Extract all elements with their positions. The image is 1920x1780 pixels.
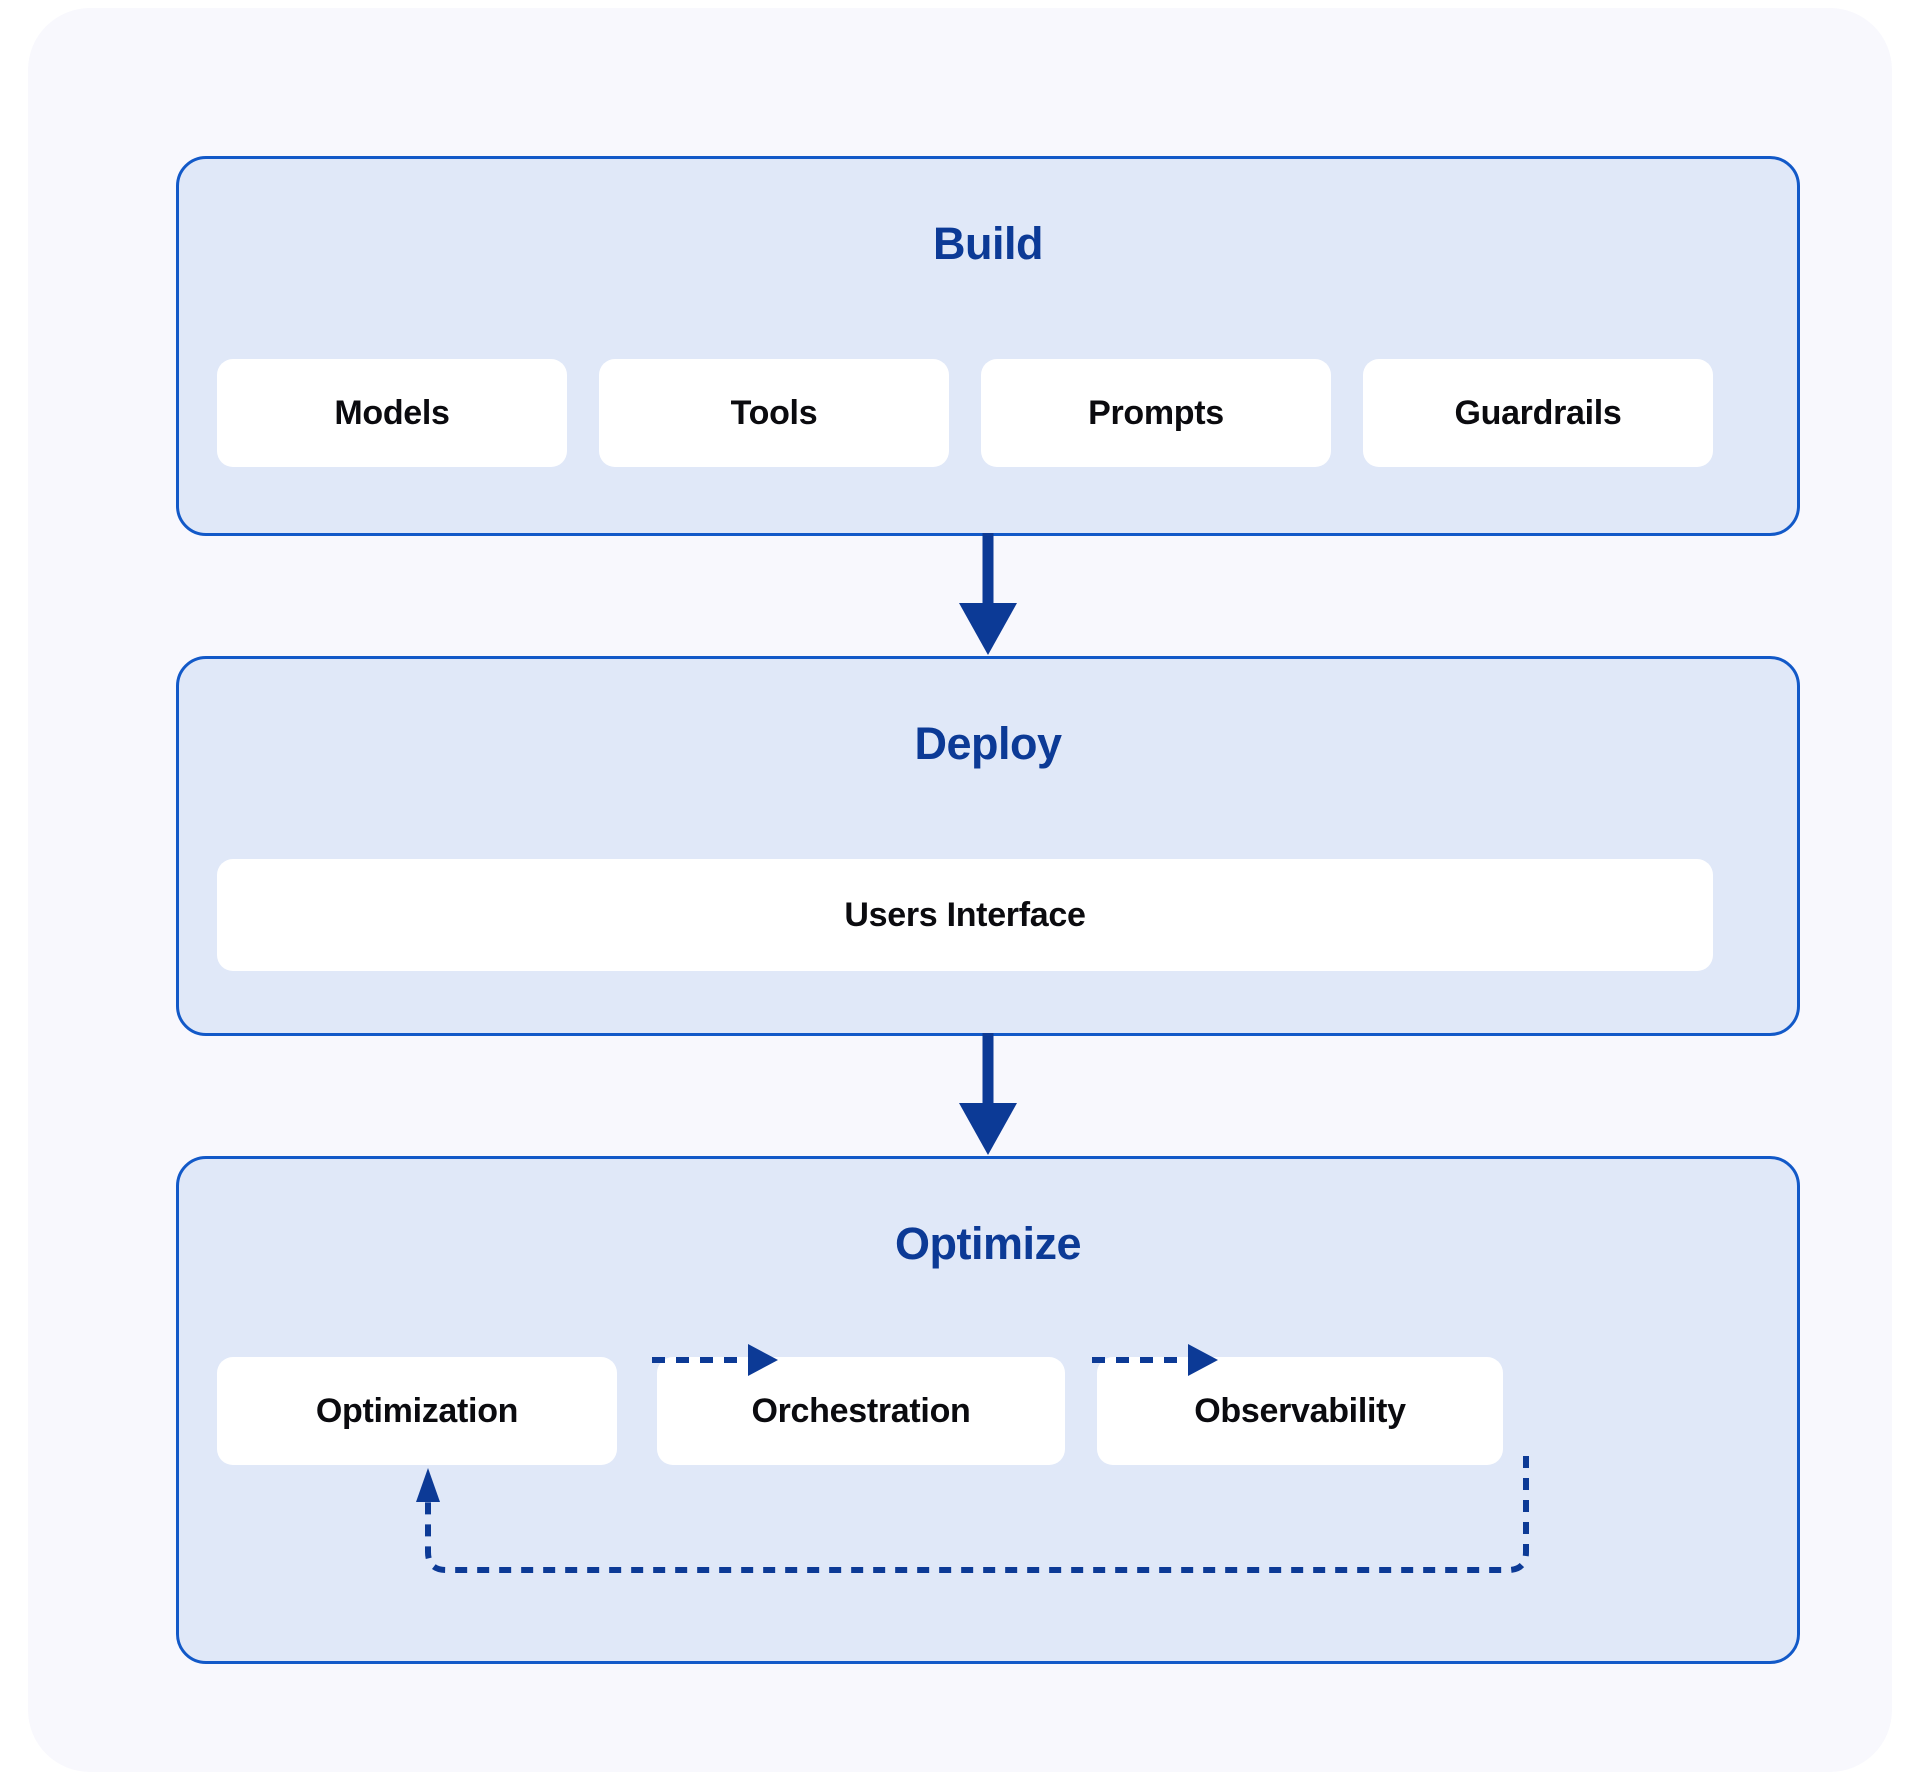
optimize-item-observability[interactable]: Observability — [1097, 1357, 1503, 1465]
arrow-optimization-to-orchestration-icon — [652, 1338, 780, 1382]
build-item-tools[interactable]: Tools — [599, 359, 949, 467]
arrow-observability-to-optimization-feedback-icon — [408, 1456, 1568, 1626]
stage-title-optimize: Optimize — [894, 1218, 1082, 1269]
diagram-outer-card: Build Models Tools Prompts Guardrails De… — [28, 8, 1892, 1772]
build-item-guardrails[interactable]: Guardrails — [1363, 359, 1713, 467]
build-item-models[interactable]: Models — [217, 359, 567, 467]
optimize-item-optimization[interactable]: Optimization — [217, 1357, 617, 1465]
stage-title-build: Build — [933, 218, 1043, 269]
deploy-item-users-interface[interactable]: Users Interface — [217, 859, 1713, 971]
build-item-prompts[interactable]: Prompts — [981, 359, 1331, 467]
arrow-build-to-deploy-icon — [939, 533, 1037, 657]
stage-panel-deploy: Deploy Users Interface — [176, 656, 1800, 1036]
arrow-deploy-to-optimize-icon — [939, 1033, 1037, 1157]
stage-panel-build: Build Models Tools Prompts Guardrails — [176, 156, 1800, 536]
stage-title-deploy: Deploy — [914, 718, 1062, 769]
optimize-item-orchestration[interactable]: Orchestration — [657, 1357, 1065, 1465]
arrow-orchestration-to-observability-icon — [1092, 1338, 1220, 1382]
stage-panel-optimize: Optimize Optimization Orchestration Obse… — [176, 1156, 1800, 1664]
